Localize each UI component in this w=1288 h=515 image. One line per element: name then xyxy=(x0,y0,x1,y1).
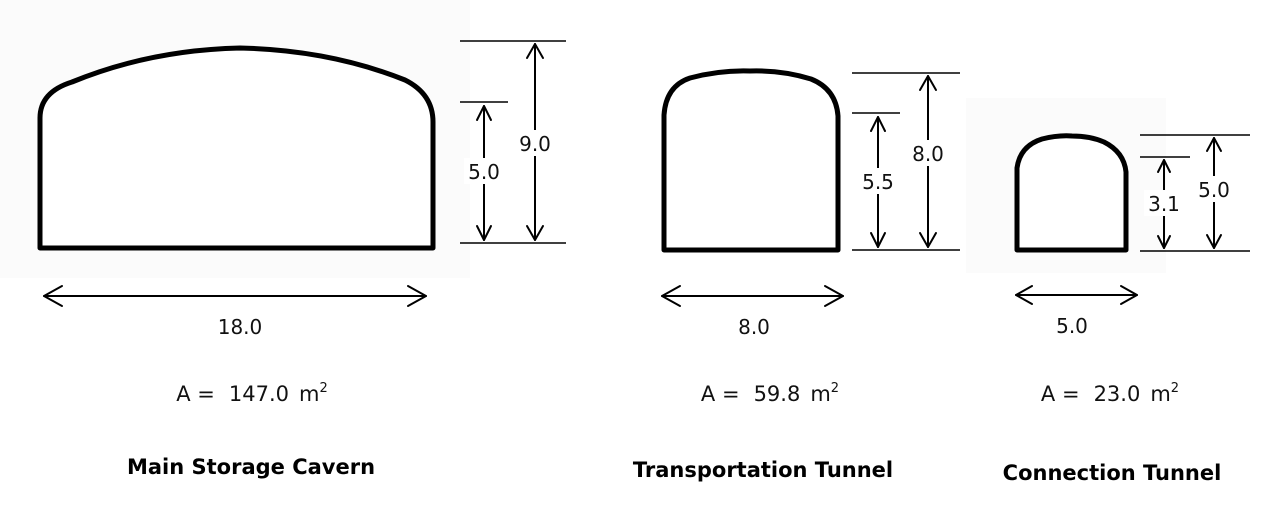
transport-width-label: 8.0 xyxy=(738,315,770,339)
area-value: 23.0 xyxy=(1094,382,1141,406)
connection-area-formula: A = 23.0 m2 xyxy=(1041,381,1179,406)
area-unit: m xyxy=(299,382,319,406)
area-prefix: A = xyxy=(176,382,215,406)
transportation-tunnel-outline xyxy=(661,68,841,253)
cavern-wall-height-label: 5.0 xyxy=(468,160,500,184)
transport-area-formula: A = 59.8 m2 xyxy=(701,381,839,406)
transport-wall-height-label: 5.5 xyxy=(862,170,894,194)
cavern-width-label: 18.0 xyxy=(218,315,263,339)
connection-wall-height-label: 3.1 xyxy=(1148,192,1180,216)
connection-width-arrow xyxy=(1015,285,1138,305)
cavern-outline xyxy=(37,45,436,251)
area-prefix: A = xyxy=(1041,382,1080,406)
transport-total-height-label: 8.0 xyxy=(912,142,944,166)
connection-width-label: 5.0 xyxy=(1056,314,1088,338)
cavern-title: Main Storage Cavern xyxy=(127,455,375,479)
connection-total-height-label: 5.0 xyxy=(1198,178,1230,202)
area-exponent: 2 xyxy=(1171,381,1179,396)
transportation-tunnel-title: Transportation Tunnel xyxy=(633,458,893,482)
area-exponent: 2 xyxy=(831,381,839,396)
transport-width-arrow xyxy=(661,285,844,307)
cavern-area-formula: A = 147.0 m2 xyxy=(176,381,328,406)
cavern-width-arrow xyxy=(43,285,427,307)
area-value: 147.0 xyxy=(229,382,289,406)
connection-tunnel-outline xyxy=(1014,133,1129,253)
area-exponent: 2 xyxy=(319,381,327,396)
connection-tunnel-title: Connection Tunnel xyxy=(1003,461,1222,485)
area-value: 59.8 xyxy=(754,382,801,406)
cavern-total-height-label: 9.0 xyxy=(519,132,551,156)
connection-tunnel-section: 5.0 3.1 5.0 A = 23.0 m2 Connection Tunnel xyxy=(1003,133,1250,485)
area-unit: m xyxy=(1150,382,1170,406)
transportation-tunnel-section: 8.0 5.5 8.0 A = 59.8 m2 Transportation Tun… xyxy=(633,68,960,482)
main-storage-cavern-section: 9.0 5.0 18.0 A = 147.0 m2 Main Storage Cav… xyxy=(37,40,566,479)
area-prefix: A = xyxy=(701,382,740,406)
area-unit: m xyxy=(810,382,830,406)
